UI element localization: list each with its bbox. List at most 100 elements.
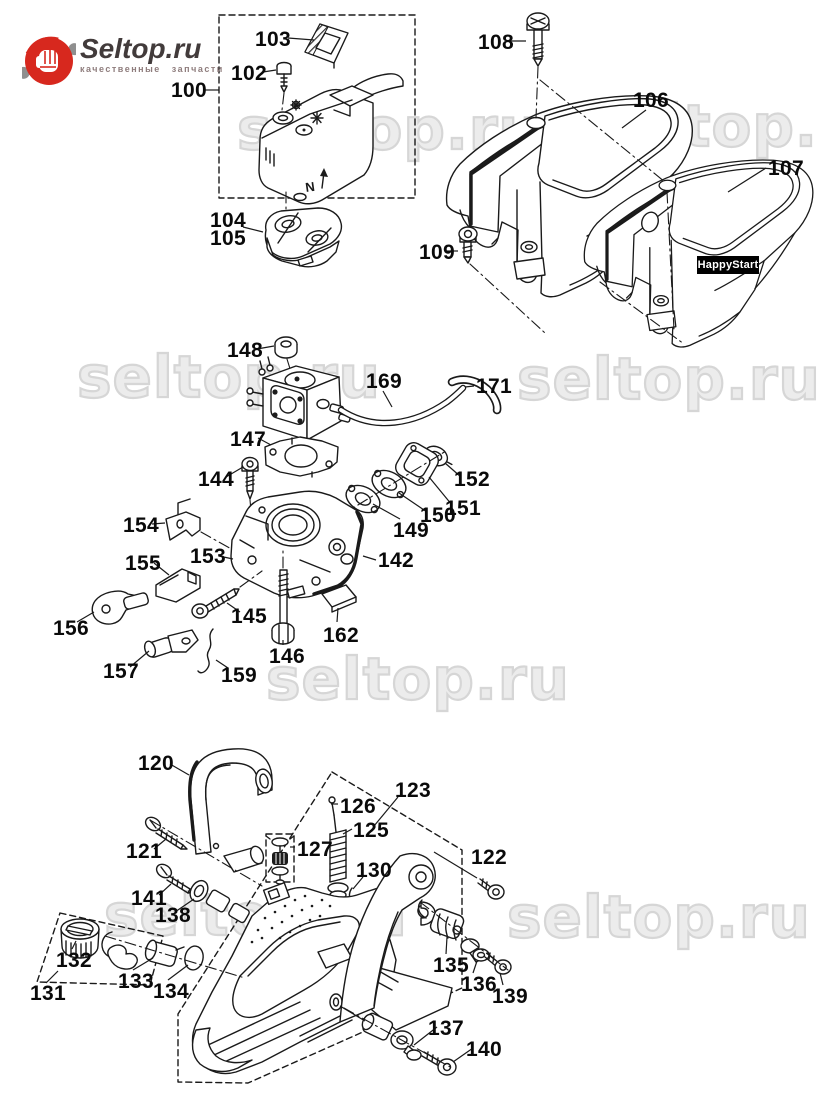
seltop-logo-icon bbox=[22, 36, 76, 85]
part-138-washer-set bbox=[149, 819, 263, 924]
carburetor-group bbox=[91, 336, 502, 674]
part-label-154: 154 bbox=[123, 514, 159, 537]
assembly-box-131 bbox=[36, 912, 164, 986]
assembly-box-100 bbox=[218, 14, 416, 199]
part-134-o-ring bbox=[184, 945, 204, 971]
asterisk-symbol bbox=[310, 111, 324, 125]
part-label-134: 134 bbox=[153, 980, 189, 1003]
part-label-137: 137 bbox=[428, 1017, 464, 1040]
part-132-fuel-cap bbox=[60, 918, 100, 959]
part-label-108: 108 bbox=[478, 31, 514, 54]
housing-n-marking: N bbox=[304, 179, 315, 195]
part-label-141: 141 bbox=[131, 887, 167, 910]
part-157-pivot-lever bbox=[143, 629, 199, 658]
part-label-146: 146 bbox=[269, 645, 305, 668]
part-140-screw bbox=[421, 1051, 457, 1076]
seltop-logo: Seltop.ru качественные запчасти bbox=[22, 34, 224, 88]
part-label-150: 150 bbox=[420, 504, 456, 527]
carburetor-body bbox=[246, 356, 351, 441]
part-102-screw bbox=[276, 61, 292, 111]
part-121-screw bbox=[144, 816, 188, 850]
part-145-screw bbox=[191, 570, 263, 619]
part-label-123: 123 bbox=[395, 779, 431, 802]
cover-107-oval-hole bbox=[641, 211, 659, 233]
part-106-shroud-cover bbox=[445, 94, 693, 298]
leader-lines bbox=[45, 37, 767, 1063]
logo-tagline-text: качественные запчасти bbox=[80, 64, 224, 75]
part-label-133: 133 bbox=[118, 970, 154, 993]
part-label-109: 109 bbox=[419, 241, 455, 264]
part-147-gasket bbox=[264, 436, 339, 478]
part-label-144: 144 bbox=[198, 468, 234, 491]
part-139-screw bbox=[484, 952, 512, 975]
part-100-filter-housing: N bbox=[258, 73, 404, 213]
part-label-155: 155 bbox=[125, 552, 161, 575]
gear-symbol bbox=[290, 99, 302, 111]
part-144-screw bbox=[241, 456, 259, 523]
part-103-air-filter bbox=[304, 23, 349, 69]
watermark: seltop.ru bbox=[506, 883, 811, 951]
vent-slits bbox=[265, 147, 275, 167]
part-122-screw bbox=[477, 878, 505, 900]
assembly-box-123 bbox=[177, 771, 463, 1084]
part-label-138: 138 bbox=[155, 904, 191, 927]
part-label-169: 169 bbox=[366, 370, 402, 393]
part-label-102: 102 bbox=[231, 62, 267, 85]
part-162-block bbox=[321, 584, 357, 613]
part-label-126: 126 bbox=[340, 795, 376, 818]
part-120-top-handle bbox=[188, 748, 273, 873]
part-136-washer-bushing bbox=[460, 938, 490, 963]
part-label-147: 147 bbox=[230, 428, 266, 451]
air-filter-assembly-group: N bbox=[218, 14, 416, 268]
part-148-nut bbox=[274, 336, 298, 373]
part-label-149: 149 bbox=[393, 519, 429, 542]
part-141-screw bbox=[155, 863, 195, 894]
watermark: seltop.ru bbox=[265, 645, 570, 713]
part-127-spring-kit bbox=[265, 833, 295, 885]
part-126-pin bbox=[328, 796, 336, 816]
part-label-132: 132 bbox=[56, 949, 92, 972]
part-label-153: 153 bbox=[190, 545, 226, 568]
shroud-covers-group bbox=[445, 12, 815, 349]
part-108-screw bbox=[526, 12, 666, 183]
part-label-171: 171 bbox=[476, 375, 512, 398]
part-label-152: 152 bbox=[454, 468, 490, 491]
part-label-151: 151 bbox=[445, 497, 481, 520]
part-label-157: 157 bbox=[103, 660, 139, 683]
part-label-103: 103 bbox=[255, 28, 291, 51]
part-133-bushing bbox=[144, 939, 185, 967]
part-171-hose bbox=[447, 375, 502, 415]
logo-brand-text: Seltop.ru bbox=[80, 33, 202, 64]
part-label-107: 107 bbox=[768, 157, 804, 180]
part-109-screw bbox=[458, 226, 546, 334]
part-151-flange-plate bbox=[395, 442, 439, 486]
part-label-162: 162 bbox=[323, 624, 359, 647]
part-label-121: 121 bbox=[126, 840, 162, 863]
happystart-badge: HappyStart bbox=[697, 256, 759, 274]
part-156-lever bbox=[91, 590, 149, 625]
part-label-131: 131 bbox=[30, 982, 66, 1005]
rear-handle-body bbox=[191, 852, 453, 1075]
part-label-136: 136 bbox=[461, 973, 497, 996]
part-label-122: 122 bbox=[471, 846, 507, 869]
cap-tether bbox=[107, 944, 138, 970]
part-169-fuel-line bbox=[337, 384, 467, 427]
handle-group bbox=[36, 748, 512, 1084]
part-label-104: 104 bbox=[210, 209, 246, 232]
part-label-130: 130 bbox=[356, 859, 392, 882]
part-label-140: 140 bbox=[466, 1038, 502, 1061]
part-label-135: 135 bbox=[433, 954, 469, 977]
part-154-bracket bbox=[165, 498, 259, 565]
part-159-spring-wire bbox=[197, 628, 214, 674]
part-label-159: 159 bbox=[221, 664, 257, 687]
part-label-120: 120 bbox=[138, 752, 174, 775]
part-label-145: 145 bbox=[231, 605, 267, 628]
part-142-engine-pan bbox=[230, 490, 364, 599]
part-label-127: 127 bbox=[297, 838, 333, 861]
part-155-rubber-buffer bbox=[155, 568, 201, 603]
part-label-156: 156 bbox=[53, 617, 89, 640]
part-104-105-base-plate bbox=[264, 207, 343, 268]
part-label-139: 139 bbox=[492, 985, 528, 1008]
trigger-block bbox=[262, 882, 291, 906]
part-label-100: 100 bbox=[171, 79, 207, 102]
